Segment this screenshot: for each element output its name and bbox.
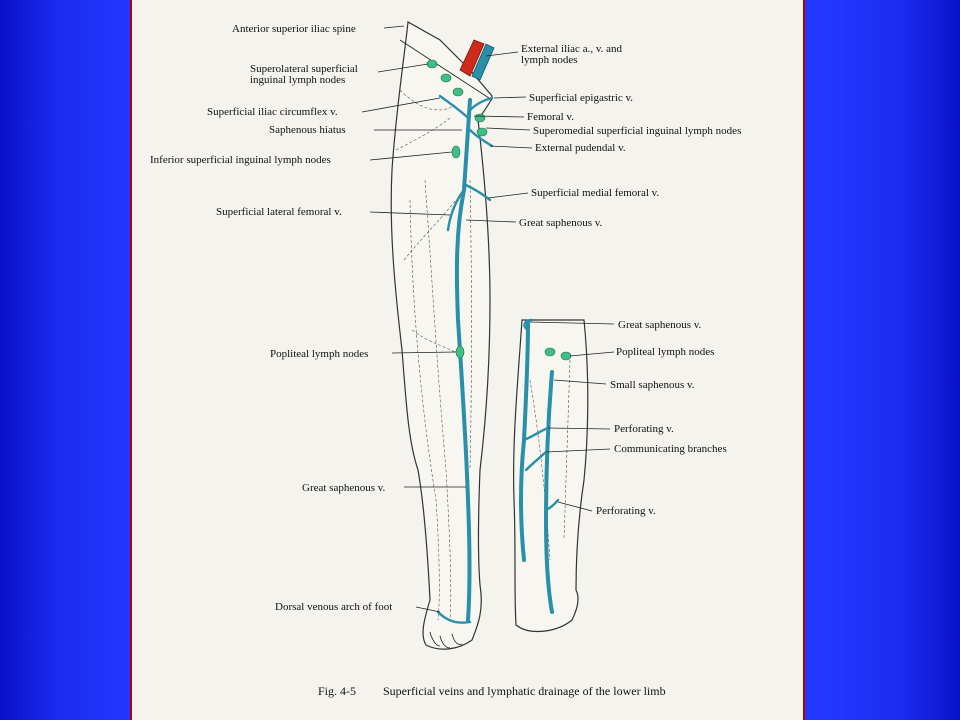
lymph-vessel — [399, 89, 456, 111]
label-superolateral-line1: Superolateral superficial — [250, 63, 358, 75]
caption-text: Superficial veins and lymphatic drainage… — [383, 684, 666, 698]
label-external-iliac-line2: lymph nodes — [521, 54, 578, 66]
label-external-iliac-line1: External iliac a., v. and — [521, 43, 622, 55]
label-inset-popliteal: Popliteal lymph nodes — [616, 346, 714, 358]
main-leg — [390, 21, 495, 650]
label-saphenous-hiatus: Saphenous hiatus — [269, 124, 346, 136]
label-superomedial: Superomedial superficial inguinal lymph … — [533, 125, 741, 137]
lymph-node — [451, 145, 461, 159]
lymph-node — [426, 59, 438, 69]
small-saphenous-vein — [543, 370, 554, 614]
dorsal-venous-arch — [436, 610, 472, 624]
label-inferior-nodes: Inferior superficial inguinal lymph node… — [150, 154, 331, 166]
label-epigastric: Superficial epigastric v. — [529, 92, 633, 104]
lymph-vessel — [403, 199, 457, 261]
label-pudendal: External pudendal v. — [535, 142, 626, 154]
label-popliteal-nodes: Popliteal lymph nodes — [270, 348, 368, 360]
lymph-node — [452, 87, 464, 97]
label-iliac-circumflex: Superficial iliac circumflex v. — [207, 106, 338, 118]
lymph-node — [476, 127, 488, 137]
lymph-node — [440, 73, 452, 83]
label-communicating: Communicating branches — [614, 443, 727, 455]
external-iliac-artery — [459, 39, 485, 77]
inset-vein-cut-end — [523, 318, 534, 332]
inguinal-ligament — [399, 39, 493, 101]
labels: Anterior superior iliac spine Superolate… — [150, 23, 741, 613]
communicating-branch — [524, 448, 550, 472]
lymph-node — [474, 113, 486, 123]
perforating-vein — [522, 426, 550, 442]
label-lateral-femoral: Superficial lateral femoral v. — [216, 206, 342, 218]
perforating-vein — [544, 498, 560, 512]
inset-leg-outline — [513, 319, 589, 632]
inset-leg — [513, 318, 589, 632]
lymph-vessel — [409, 199, 440, 621]
label-dorsal-arch: Dorsal venous arch of foot — [275, 601, 392, 613]
label-medial-femoral: Superficial medial femoral v. — [531, 187, 659, 199]
label-great-saphenous-left: Great saphenous v. — [302, 482, 386, 494]
lymph-node — [560, 351, 572, 361]
superficial-epigastric-vein — [468, 96, 494, 112]
external-pudendal-vein — [468, 128, 494, 148]
lymph-node — [455, 345, 465, 359]
label-small-saphenous: Small saphenous v. — [610, 379, 695, 391]
lymph-node — [544, 347, 556, 357]
superficial-iliac-circumflex-vein — [438, 94, 470, 120]
superficial-medial-femoral-vein — [464, 183, 492, 202]
figure-caption: Fig. 4-5 Superficial veins and lymphatic… — [318, 684, 666, 698]
toes — [429, 631, 463, 649]
superficial-lateral-femoral-vein — [446, 188, 466, 232]
caption-prefix: Fig. 4-5 — [318, 684, 356, 698]
label-femoral: Femoral v. — [527, 111, 574, 123]
great-saphenous-vein — [454, 98, 472, 622]
label-superolateral-line2: inguinal lymph nodes — [250, 74, 345, 86]
label-inset-great-saphenous: Great saphenous v. — [618, 319, 702, 331]
label-asis: Anterior superior iliac spine — [232, 23, 356, 35]
lymph-vessel — [395, 117, 451, 151]
label-great-saphenous-right: Great saphenous v. — [519, 217, 603, 229]
label-perforating-2: Perforating v. — [596, 505, 656, 517]
external-iliac-vein — [471, 43, 495, 81]
label-perforating-1: Perforating v. — [614, 423, 674, 435]
lymph-vessel — [529, 379, 551, 561]
leader-lines — [361, 25, 615, 613]
lymph-vessel — [424, 179, 452, 621]
